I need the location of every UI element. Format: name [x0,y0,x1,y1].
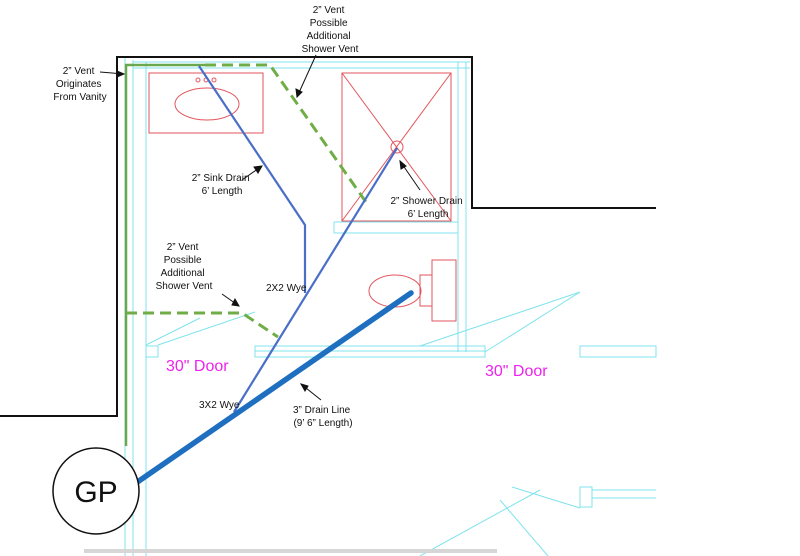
vent-dashed [126,63,370,339]
drain-line-3in [133,290,414,486]
walls [0,56,656,417]
floor-plan-lines [124,58,657,556]
vent-solid [124,63,205,446]
label-drain-line: 3” Drain Line (9’ 6” Length) [293,405,353,429]
label-vent-top: 2” Vent Possible Additional Shower Vent [302,5,359,55]
bottom-scroll-strip [84,549,497,553]
sink-vanity [148,72,264,134]
label-wye-3x2: 3X2 Wye [199,400,240,411]
label-wye-2x2: 2X2 Wye [266,283,307,294]
gp-circle [52,447,140,535]
label-gp: GP [74,476,117,509]
drain-thin [198,65,398,413]
label-door-left: 30" Door [166,358,229,375]
label-door-right: 30" Door [485,363,548,380]
callout-arrows [99,54,421,401]
label-shower-drain: 2” Shower Drain 6’ Length [390,196,465,220]
label-vent-mid: 2” Vent Possible Additional Shower Vent [156,242,213,292]
label-vent-left: 2” Vent Originates From Vanity [53,66,106,103]
label-sink-drain: 2” Sink Drain 6’ Length [192,173,253,197]
